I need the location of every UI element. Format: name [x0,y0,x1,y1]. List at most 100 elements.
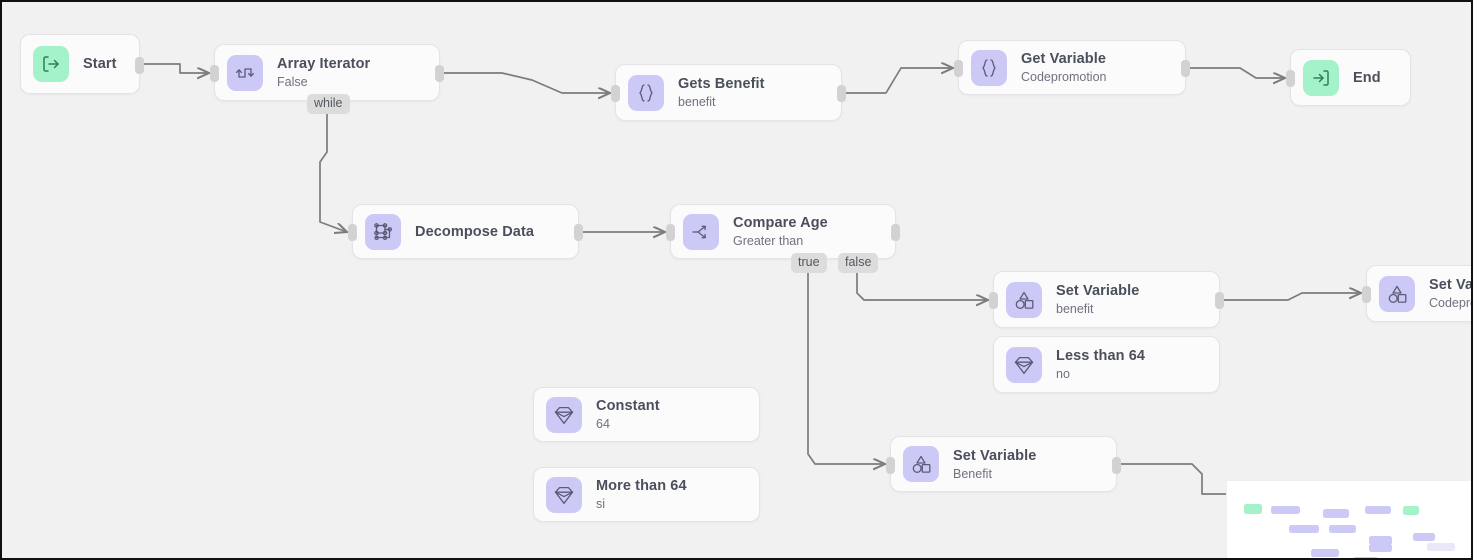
arrow-exit-bracket-icon [33,46,69,82]
port-right[interactable] [891,224,900,241]
port-left[interactable] [210,65,219,82]
port-right[interactable] [1181,60,1190,77]
edge-label-true_label[interactable]: true [791,253,827,273]
edge-label-false_label[interactable]: false [838,253,879,273]
arrow-enter-bracket-icon [1303,59,1339,96]
shapes-icon [1379,275,1415,312]
node-labels: Less than 64 no [1056,348,1145,381]
node-start[interactable]: Start [20,34,144,94]
node-title: Set Variable [1056,283,1140,299]
minimap-node [1369,536,1392,545]
minimap-node [1403,506,1419,515]
node-subtitle: 64 [596,417,610,431]
node-title: Start [83,56,117,72]
node-set_var_benefit_false[interactable]: Set Variable benefit [989,271,1224,328]
edge-iterator-to-gets-benefit[interactable] [443,72,610,93]
port-left[interactable] [611,85,620,102]
node-title: More than 64 [596,478,687,494]
gem-icon [546,476,582,513]
decompose-nodes-icon [365,213,401,250]
node-title: Constant [596,398,660,414]
node-subtitle: Greater than [733,234,804,248]
edge-getvar-to-end[interactable] [1189,67,1285,78]
node-title: Gets Benefit [678,76,765,92]
minimap-node [1244,504,1262,514]
node-more_than_64[interactable]: More than 64 si [533,467,760,522]
port-left[interactable] [348,224,357,241]
port-right[interactable] [135,56,144,74]
curly-braces-icon [628,74,664,111]
minimap-node [1353,557,1378,558]
node-title: Get Variable [1021,51,1107,67]
port-left[interactable] [666,224,675,241]
node-title: Decompose Data [415,223,535,240]
minimap-node [1413,533,1435,541]
shapes-icon [903,446,939,482]
node-subtitle: si [596,497,606,511]
node-subtitle: Codepromotion [1021,70,1107,84]
edge-false-to-setvar-benefit[interactable] [856,269,988,300]
node-subtitle: benefit [678,95,716,109]
port-right[interactable] [1112,456,1121,474]
gem-icon [1006,346,1042,383]
node-title: Less than 64 [1056,348,1146,364]
node-end[interactable]: End [1286,49,1411,106]
node-subtitle: False [277,75,308,89]
node-labels: More than 64 si [596,478,687,511]
node-subtitle: benefit [1056,302,1094,316]
node-constant[interactable]: Constant 64 [533,387,760,442]
node-labels: Set Variable benefit [1056,283,1139,316]
branch-fork-icon [683,213,719,250]
minimap-node [1365,506,1391,514]
node-decompose[interactable]: Decompose Data [348,204,583,259]
port-right[interactable] [574,224,583,241]
node-labels: Gets Benefit benefit [678,76,765,109]
port-left[interactable] [1362,286,1371,303]
minimap-node [1369,544,1392,552]
port-right[interactable] [1215,292,1224,309]
edge-start-to-iterator[interactable] [143,63,209,73]
minimap-node [1289,525,1319,533]
port-right[interactable] [435,65,444,82]
gem-icon [546,396,582,433]
node-subtitle: no [1056,367,1070,381]
edge-setvar-true-outgoing[interactable] [1120,463,1243,495]
node-gets_benefit[interactable]: Gets Benefit benefit [611,64,846,121]
node-labels: Decompose Data [415,224,534,240]
node-subtitle: Benefit [953,466,992,481]
edge-setvar-to-codepromotion[interactable] [1223,293,1361,301]
node-labels: Start [83,56,117,72]
minimap-node [1329,525,1356,533]
port-left[interactable] [954,60,963,77]
minimap-node [1311,549,1339,557]
loop-arrows-icon [227,54,263,91]
port-left[interactable] [989,292,998,309]
node-labels: Constant 64 [596,398,660,431]
curly-braces-icon [971,49,1007,86]
port-left[interactable] [1286,70,1295,87]
node-labels: End [1353,70,1381,86]
edge-while-to-decompose[interactable] [319,113,347,232]
node-less_than_64[interactable]: Less than 64 no [993,336,1220,393]
node-title: Compare Age [733,215,828,231]
edge-true-to-setvar-benefit[interactable] [807,269,885,464]
port-right[interactable] [837,85,846,102]
minimap-node [1427,543,1455,551]
minimap-panel[interactable] [1226,480,1471,558]
edge-label-while_label[interactable]: while [307,94,350,114]
port-left[interactable] [886,456,895,474]
node-subtitle: Codepro [1429,296,1473,310]
node-title: End [1353,69,1381,86]
node-title: Array Iterator [277,56,371,72]
edge-gets-benefit-to-getvar[interactable] [845,68,953,94]
